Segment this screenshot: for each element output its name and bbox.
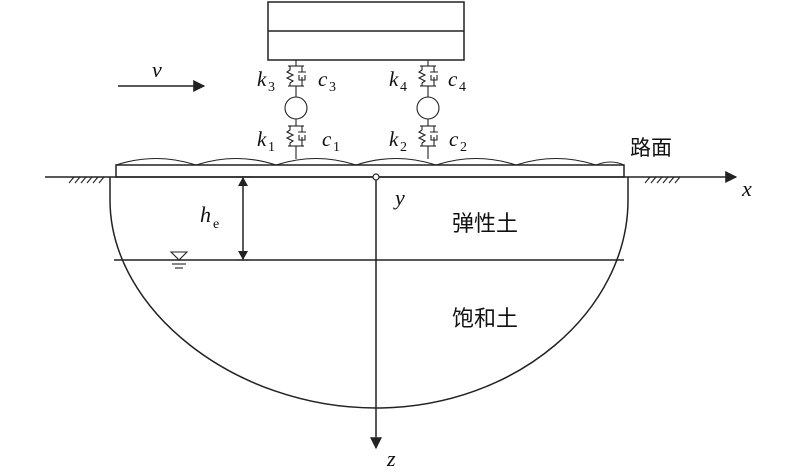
ground-hatch-left	[68, 176, 108, 184]
k2-label: k	[389, 127, 399, 151]
c1-sub: 1	[333, 140, 340, 155]
k1-sub: 1	[268, 140, 275, 155]
k2-sub: 2	[400, 140, 407, 155]
c4-sub: 4	[459, 80, 466, 95]
k4-label: k	[389, 67, 399, 91]
velocity-label: v	[152, 57, 162, 82]
x-axis-label: x	[741, 176, 752, 201]
depth-dimension	[236, 176, 250, 261]
c1-label: c	[322, 127, 332, 151]
k4-sub: 4	[400, 80, 407, 95]
right-suspension	[416, 60, 440, 159]
origin-point	[372, 173, 380, 181]
left-suspension	[284, 60, 308, 159]
depth-sub: e	[213, 217, 219, 232]
saturated-soil-label: 饱和土	[452, 307, 518, 332]
road-surface-label: 路面	[630, 136, 672, 160]
k1-label: k	[257, 127, 267, 151]
k3-sub: 3	[268, 80, 275, 95]
depth-label: h	[200, 202, 211, 227]
y-axis-label: y	[393, 185, 405, 210]
water-table-symbol	[169, 251, 189, 269]
soil-half-space	[109, 177, 629, 409]
road-roughness-profile	[115, 157, 625, 166]
c2-label: c	[449, 127, 459, 151]
road-slab	[115, 164, 625, 178]
c3-label: c	[318, 67, 328, 91]
k3-label: k	[257, 67, 267, 91]
vehicle-body	[267, 1, 465, 61]
c2-sub: 2	[460, 140, 467, 155]
c4-label: c	[448, 67, 458, 91]
c3-sub: 3	[329, 80, 336, 95]
z-axis-label: z	[386, 446, 396, 471]
elastic-soil-label: 弹性土	[452, 212, 518, 237]
ground-hatch-right	[644, 176, 682, 184]
